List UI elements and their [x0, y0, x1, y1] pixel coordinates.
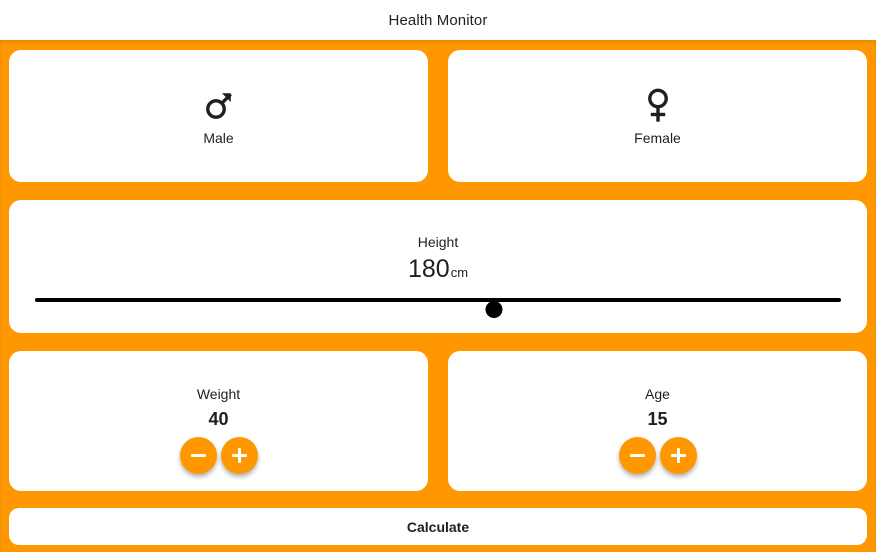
gender-card-female[interactable]: Female [448, 50, 867, 182]
content-area: Male Female Height 180 cm [0, 40, 876, 552]
gender-label-male: Male [203, 130, 234, 146]
mars-icon [202, 86, 236, 124]
calculate-button[interactable]: Calculate [9, 508, 867, 545]
height-slider[interactable] [0, 288, 876, 318]
weight-increment-button[interactable] [220, 437, 258, 474]
age-label: Age [645, 386, 670, 402]
age-increment-button[interactable] [659, 437, 697, 474]
height-card: Height 180 cm [9, 200, 867, 333]
calculate-row: Calculate [9, 508, 867, 545]
stepper-row: Weight 40 Age 15 [9, 351, 867, 491]
minus-icon [629, 448, 645, 463]
height-slider-track[interactable] [35, 298, 841, 318]
age-decrement-button[interactable] [618, 437, 656, 474]
gender-row: Male Female [9, 50, 867, 182]
height-value: 180 cm [408, 257, 468, 282]
weight-decrement-button[interactable] [179, 437, 217, 474]
venus-icon [641, 86, 675, 124]
weight-stepper [179, 437, 258, 474]
age-stepper [618, 437, 697, 474]
bottom-strip [0, 552, 876, 560]
gender-label-female: Female [634, 130, 681, 146]
app-title: Health Monitor [388, 11, 488, 29]
title-bar: Health Monitor [0, 0, 876, 40]
weight-value: 40 [208, 409, 229, 429]
plus-icon [670, 448, 686, 463]
age-card: Age 15 [448, 351, 867, 491]
age-value: 15 [647, 409, 668, 429]
weight-label: Weight [196, 386, 241, 402]
gender-card-male[interactable]: Male [9, 50, 428, 182]
height-number: 180 [407, 255, 450, 283]
height-unit: cm [450, 265, 469, 280]
height-label: Height [417, 234, 459, 250]
height-slider-thumb[interactable] [485, 301, 503, 318]
weight-card: Weight 40 [9, 351, 428, 491]
minus-icon [190, 448, 206, 463]
plus-icon [231, 448, 247, 463]
